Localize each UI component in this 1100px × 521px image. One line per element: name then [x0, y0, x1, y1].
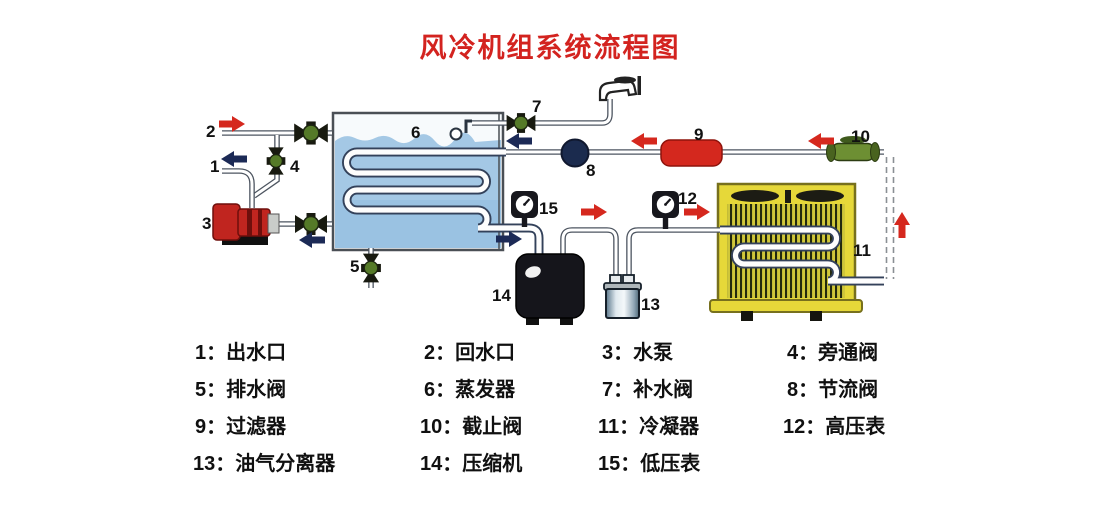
arrow-left-icon [631, 133, 657, 149]
faucet-icon [598, 76, 641, 102]
legend-item: 15：低压表 [598, 453, 701, 475]
legend-item: 3：水泵 [602, 342, 674, 364]
arrow-left-icon [221, 151, 247, 167]
page-title: 风冷机组系统流程图 [419, 33, 681, 63]
legend-item: 10：截止阀 [420, 416, 523, 438]
legend-item: 1：出水口 [195, 342, 287, 364]
water-pump [212, 203, 280, 245]
legend-item: 4：旁通阀 [787, 342, 879, 364]
pump-coupling [267, 213, 280, 234]
low-pressure-gauge [509, 189, 540, 220]
high-pressure-gauge [650, 189, 681, 220]
legend-item: 14：压缩机 [420, 453, 523, 475]
legend-item: 8：节流阀 [787, 379, 879, 401]
filter [660, 139, 723, 167]
fan-blade-icon [796, 190, 844, 202]
label-11: 11 [853, 241, 871, 260]
pump-outlet-valve [294, 212, 328, 236]
compressor [515, 253, 585, 325]
label-10: 10 [851, 127, 870, 146]
label-2: 2 [206, 122, 215, 141]
legend-item: 5：排水阀 [195, 379, 287, 401]
condenser-base [709, 299, 863, 321]
dashed-line [885, 157, 895, 279]
legend-item: 7：补水阀 [602, 379, 694, 401]
label-12: 12 [678, 189, 697, 208]
label-6: 6 [411, 123, 420, 142]
oil-gas-separator [603, 274, 642, 319]
fan-blade-icon [731, 190, 779, 202]
legend-item: 2：回水口 [424, 342, 516, 364]
system-flow-diagram: 1 2 3 4 5 6 7 8 9 10 11 12 13 14 15 [202, 76, 910, 325]
drain-valve [360, 252, 382, 284]
arrow-up-icon [894, 212, 910, 238]
label-4: 4 [290, 157, 300, 176]
arrow-left-icon [506, 133, 532, 149]
label-7: 7 [532, 97, 541, 116]
inlet-elbow [464, 119, 472, 133]
arrow-right-icon [219, 116, 245, 132]
arrow-left-icon [299, 232, 325, 248]
legend-item: 9：过滤器 [195, 416, 287, 438]
label-3: 3 [202, 214, 211, 233]
bypass-valve [266, 146, 286, 176]
arrow-right-icon [581, 204, 607, 220]
float-fitting [449, 127, 463, 141]
component-numbers: 1 2 3 4 5 6 7 8 9 10 11 12 13 14 15 [202, 97, 871, 314]
throttle-valve [560, 138, 590, 168]
label-8: 8 [586, 161, 595, 180]
makeup-water-valve [505, 112, 537, 134]
return-water-valve [293, 120, 329, 146]
label-15: 15 [539, 199, 558, 218]
legend-item: 13：油气分离器 [193, 453, 336, 475]
label-14: 14 [492, 286, 511, 305]
label-1: 1 [210, 157, 219, 176]
legend-item: 6：蒸发器 [424, 379, 516, 401]
label-5: 5 [350, 257, 359, 276]
legend-item: 12：高压表 [783, 416, 886, 438]
label-9: 9 [694, 125, 703, 144]
label-13: 13 [641, 295, 660, 314]
legend-item: 11：冷凝器 [598, 416, 700, 438]
